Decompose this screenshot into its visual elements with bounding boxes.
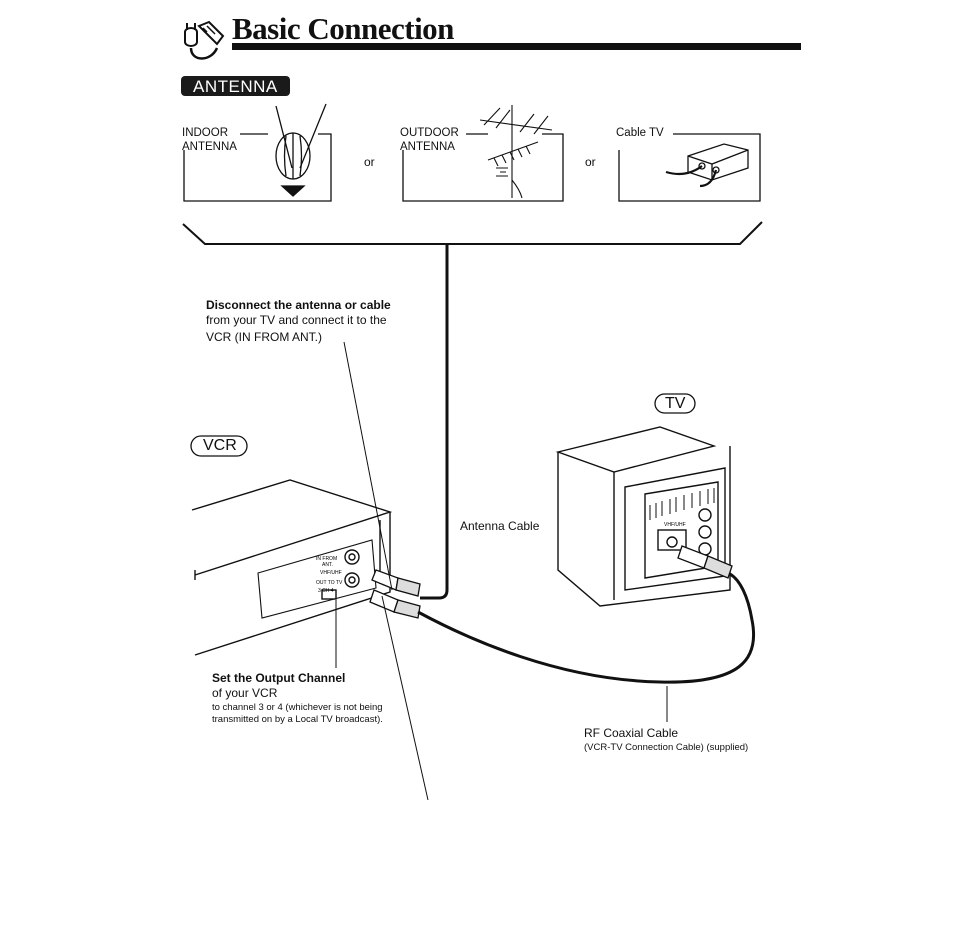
tv-label-oval (654, 393, 696, 414)
or-separator-1: or (364, 155, 375, 169)
outdoor-antenna-icon (479, 105, 553, 199)
or-separator-2: or (585, 155, 596, 169)
tv-label: TV (665, 395, 686, 412)
vcr-connector-plugs (369, 569, 421, 619)
svg-text:3 CH 4: 3 CH 4 (318, 588, 334, 594)
page-title: Basic Connection (232, 11, 454, 46)
svg-text:VHF/UHF: VHF/UHF (320, 570, 342, 576)
svg-text:VHF/UHF: VHF/UHF (664, 522, 686, 528)
connector-logo-icon (177, 18, 229, 69)
antenna-cable-label: Antenna Cable (460, 519, 540, 533)
title-rule (232, 43, 801, 50)
rf-cable-label: RF Coaxial Cable (VCR-TV Connection Cabl… (584, 726, 749, 753)
tv-illustration (555, 426, 731, 607)
cable-tv-box-icon (665, 143, 749, 188)
section-badge: ANTENNA (181, 76, 290, 96)
vcr-illustration (191, 479, 393, 656)
svg-text:OUT TO TV: OUT TO TV (316, 580, 343, 586)
indoor-antenna-icon (275, 103, 327, 197)
vcr-label-oval (190, 435, 248, 457)
vcr-label: VCR (203, 437, 237, 454)
cable-tv-label: Cable TV (616, 127, 664, 139)
disconnect-instruction: Disconnect the antenna or cable from you… (206, 298, 391, 344)
tv-connector-plug (677, 545, 733, 579)
output-channel-instruction: Set the Output Channel of your VCR to ch… (212, 671, 383, 725)
svg-text:IN FROM: IN FROM (316, 556, 337, 562)
svg-text:ANT.: ANT. (322, 562, 333, 568)
